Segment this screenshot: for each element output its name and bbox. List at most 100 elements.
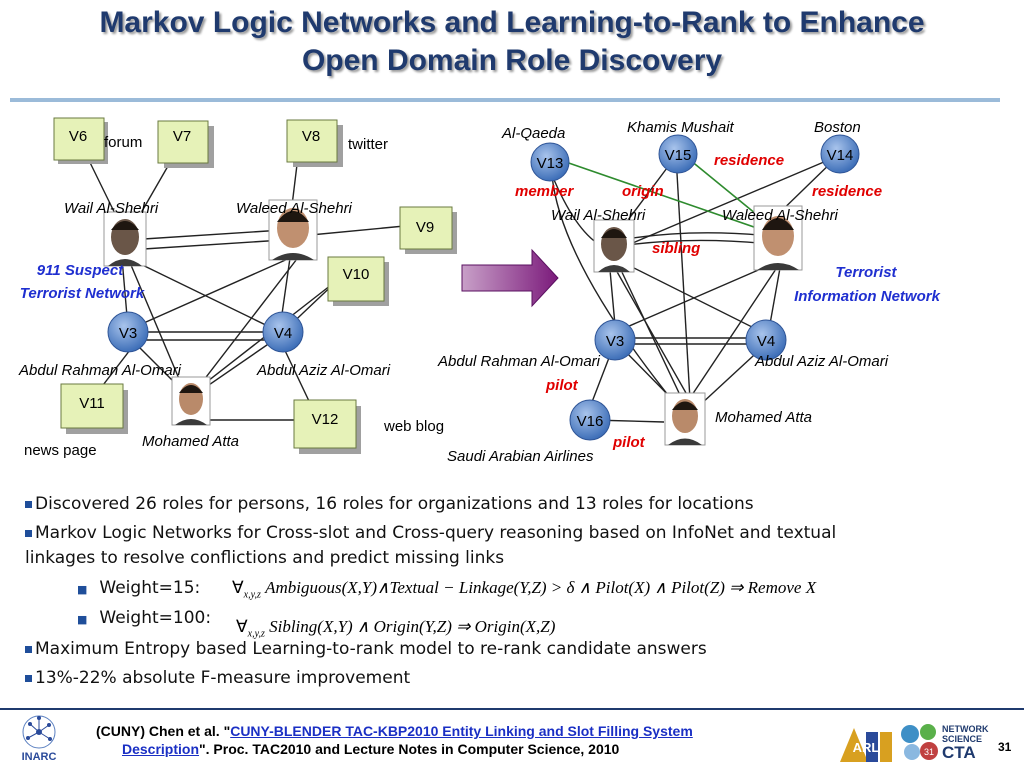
right-node-v13: V13 bbox=[530, 142, 570, 182]
relation-origin: origin bbox=[622, 183, 664, 200]
right-node-v13-label: Al-Qaeda bbox=[501, 125, 565, 142]
right-person-waleed-icon bbox=[753, 205, 803, 271]
doc-v11-source: news page bbox=[24, 442, 97, 459]
right-node-v15-label: Khamis Mushait bbox=[627, 119, 735, 136]
doc-v9-id: V9 bbox=[416, 219, 434, 236]
doc-v8: V8 bbox=[286, 119, 343, 167]
left-person-atta-label: Mohamed Atta bbox=[142, 433, 239, 450]
inarc-logo: INARC bbox=[6, 712, 72, 766]
left-node-v3-id: V3 bbox=[119, 325, 137, 342]
left-node-v4: V4 bbox=[262, 311, 304, 353]
citation: (CUNY) Chen et al. "CUNY-BLENDER TAC-KBP… bbox=[96, 723, 693, 757]
doc-v11-id: V11 bbox=[79, 395, 105, 412]
right-person-waleed-label: Waleed Al-Shehri bbox=[722, 207, 839, 224]
right-node-v3: V3 bbox=[594, 319, 636, 361]
right-node-v16: V16 bbox=[569, 399, 611, 441]
transform-arrow-icon bbox=[461, 248, 559, 308]
left-person-waleed-icon bbox=[268, 199, 318, 261]
left-person-atta-icon bbox=[171, 376, 211, 426]
right-person-atta-icon bbox=[664, 392, 706, 446]
left-node-v4-label: Abdul Aziz Al-Omari bbox=[256, 362, 391, 379]
right-node-v4: V4 bbox=[745, 319, 787, 361]
doc-v6-id: V6 bbox=[69, 128, 87, 145]
citation-link-continuation[interactable]: Description bbox=[122, 741, 200, 757]
right-person-atta-label: Mohamed Atta bbox=[715, 409, 812, 426]
right-node-v13-id: V13 bbox=[537, 155, 564, 172]
right-node-v15-id: V15 bbox=[665, 147, 692, 164]
relation-pilot-2: pilot bbox=[612, 434, 646, 451]
doc-v12: V12 bbox=[293, 399, 361, 454]
doc-v10: V10 bbox=[327, 256, 389, 306]
doc-v7-id: V7 bbox=[173, 128, 191, 145]
bullet-2: Markov Logic Networks for Cross-slot and… bbox=[25, 523, 836, 543]
doc-v11: V11 bbox=[60, 383, 128, 434]
network-diagram: V6 forum V7 V8 twitter V9 V10 V11 bbox=[18, 117, 941, 465]
bullet-square-icon bbox=[25, 645, 32, 653]
doc-v12-source: web blog bbox=[383, 418, 444, 435]
bullet-square-icon bbox=[25, 529, 32, 537]
title-divider bbox=[10, 98, 1000, 102]
title-line-2: Open Domain Role Discovery bbox=[301, 44, 723, 77]
right-node-v3-id: V3 bbox=[606, 333, 624, 350]
right-node-v14: V14 bbox=[820, 134, 860, 174]
right-node-v15: V15 bbox=[658, 134, 698, 174]
arl-logo: ARL bbox=[836, 722, 896, 766]
bullet-square-icon bbox=[25, 674, 32, 682]
bullet-square-icon bbox=[25, 500, 32, 508]
relation-residence-2: residence bbox=[812, 183, 882, 200]
right-node-v4-label: Abdul Aziz Al-Omari bbox=[754, 353, 889, 370]
left-node-v3: V3 bbox=[107, 311, 149, 353]
doc-v8-source: twitter bbox=[348, 136, 388, 153]
right-caption-line-1: Terrorist bbox=[835, 264, 897, 281]
network-science-cta-logo: NETWORK SCIENCE CTA bbox=[942, 724, 989, 762]
left-caption-line-2: Terrorist Network bbox=[20, 285, 145, 302]
doc-v6: V6 bbox=[53, 117, 108, 164]
right-node-v14-label: Boston bbox=[814, 119, 861, 136]
left-person-wail-icon bbox=[103, 211, 147, 267]
arl-logo-text: ARL bbox=[853, 740, 880, 755]
bullet-3: Maximum Entropy based Learning-to-rank m… bbox=[25, 639, 707, 659]
left-node-v4-id: V4 bbox=[274, 325, 292, 342]
doc-v9: V9 bbox=[399, 206, 457, 254]
citation-link[interactable]: CUNY-BLENDER TAC-KBP2010 Entity Linking … bbox=[230, 723, 693, 739]
doc-v10-id: V10 bbox=[343, 266, 370, 283]
relation-member: member bbox=[515, 183, 575, 200]
right-caption-line-2: Information Network bbox=[794, 288, 940, 305]
right-node-v14-id: V14 bbox=[827, 147, 854, 164]
bullet-1: Discovered 26 roles for persons, 16 role… bbox=[25, 494, 754, 514]
forall-icon: ∀ bbox=[236, 617, 248, 636]
left-documents: V6 forum V7 V8 twitter V9 V10 V11 bbox=[24, 117, 457, 459]
bullet-2-continuation: linkages to resolve conflictions and pre… bbox=[25, 548, 505, 568]
sub-bullet-square-icon: ■ bbox=[77, 583, 88, 596]
right-node-v3-label: Abdul Rahman Al-Omari bbox=[437, 353, 601, 370]
sub-bullet-square-icon: ■ bbox=[77, 613, 88, 626]
right-person-wail-label: Wail Al-Shehri bbox=[551, 207, 646, 224]
title-line-1: Markov Logic Networks and Learning-to-Ra… bbox=[99, 6, 925, 39]
right-node-v16-label: Saudi Arabian Airlines bbox=[447, 448, 594, 465]
right-node-v16-id: V16 bbox=[577, 413, 604, 430]
relation-sibling: sibling bbox=[652, 240, 700, 257]
left-network-edges bbox=[77, 137, 416, 421]
right-node-v4-id: V4 bbox=[757, 333, 775, 350]
relation-pilot-1: pilot bbox=[545, 377, 579, 394]
relation-residence-1: residence bbox=[714, 152, 784, 169]
right-person-wail-icon bbox=[593, 219, 635, 273]
doc-v7: V7 bbox=[157, 120, 214, 168]
left-node-v3-label: Abdul Rahman Al-Omari bbox=[18, 362, 182, 379]
formula-weight-15: ∀x,y,z Ambiguous(X,Y)∧Textual − Linkage(… bbox=[232, 578, 817, 601]
logo-small-number: 31 bbox=[924, 747, 934, 757]
inarc-logo-text: INARC bbox=[22, 751, 57, 763]
slide-title: Markov Logic Networks and Learning-to-Ra… bbox=[0, 4, 1024, 80]
network-science-globe-icon: 31 bbox=[898, 722, 942, 766]
page-number: 31 bbox=[998, 740, 1012, 754]
footer-divider bbox=[0, 708, 1024, 710]
sub-bullet-weight-15: ■Weight=15: bbox=[77, 578, 201, 598]
doc-v6-source: forum bbox=[104, 134, 142, 151]
doc-v8-id: V8 bbox=[302, 128, 320, 145]
left-person-wail-label: Wail Al-Shehri bbox=[64, 200, 159, 217]
left-person-waleed-label: Waleed Al-Shehri bbox=[236, 200, 353, 217]
sub-bullet-weight-100: ■Weight=100: bbox=[77, 608, 212, 628]
formula-weight-100: ∀x,y,z Sibling(X,Y) ∧ Origin(Y,Z) ⇒ Orig… bbox=[236, 617, 556, 640]
forall-icon: ∀ bbox=[232, 578, 244, 597]
left-caption-line-1: 911 Suspect bbox=[37, 262, 124, 279]
